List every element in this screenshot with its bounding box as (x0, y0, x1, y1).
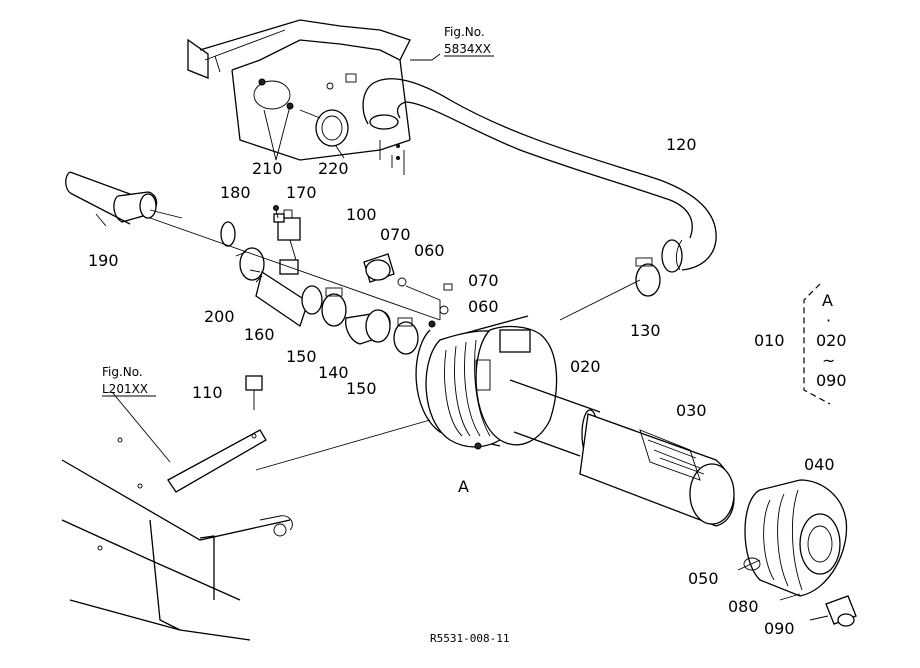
part-150-clamp-b (393, 317, 419, 355)
part-090-valve (825, 595, 857, 627)
label-090: 090 (764, 619, 795, 638)
part-150-clamp-a (321, 287, 347, 327)
label-020: 020 (570, 357, 601, 376)
label-210: 210 (252, 159, 283, 178)
part-220-grommet (299, 109, 349, 147)
assembly-bracket (803, 283, 831, 405)
part-130-clamp (635, 257, 661, 297)
label-030: 030 (676, 401, 707, 420)
label-180: 180 (220, 183, 251, 202)
assembly-main-label: 010 (754, 331, 785, 350)
part-030-filter (579, 413, 735, 527)
part-140-joint (345, 309, 391, 345)
assembly-note: 010 A · 020 ~ 090 (754, 291, 847, 390)
leader-lines (111, 53, 829, 621)
label-160: 160 (244, 325, 275, 344)
part-100-valve (363, 253, 453, 328)
assembly-to: 090 (816, 371, 847, 390)
label-220: 220 (318, 159, 349, 178)
label-190: 190 (88, 251, 119, 270)
label-150-b: 150 (346, 379, 377, 398)
figure-ref-top: Fig.No. 5834XX (444, 25, 494, 57)
label-050: 050 (688, 569, 719, 588)
label-170: 170 (286, 183, 317, 202)
assembly-ref: A (822, 291, 833, 310)
label-070-a: 070 (380, 225, 411, 244)
label-150-a: 150 (286, 347, 317, 366)
label-120: 120 (666, 135, 697, 154)
figure-ref-number: 5834XX (444, 42, 491, 56)
air-cleaner-body (415, 315, 558, 450)
label-040: 040 (804, 455, 835, 474)
label-110: 110 (192, 383, 223, 402)
figure-ref-bottom: Fig.No. L201XX (102, 365, 156, 397)
drawing-code: R5531-008-11 (430, 632, 509, 645)
assembly-dot: · (826, 311, 831, 330)
part-040-cover (743, 479, 848, 597)
figure-ref-label: Fig.No. (444, 25, 485, 39)
top-bracket (187, 19, 411, 175)
view-marker-a: A (458, 477, 469, 496)
figure-ref-label: Fig.No. (102, 365, 143, 379)
part-200-clamp (220, 221, 265, 283)
label-140: 140 (318, 363, 349, 382)
label-080: 080 (728, 597, 759, 616)
part-190-hose (65, 171, 183, 227)
part-160-housing (249, 259, 323, 328)
part-120-intake-hose (362, 78, 717, 273)
assembly-tilde: ~ (822, 351, 835, 370)
label-070-b: 070 (468, 271, 499, 290)
part-170-sensor (273, 205, 301, 261)
lower-chassis (61, 375, 293, 641)
label-130: 130 (630, 321, 661, 340)
label-060-a: 060 (414, 241, 445, 260)
label-060-b: 060 (468, 297, 499, 316)
label-100: 100 (346, 205, 377, 224)
label-200: 200 (204, 307, 235, 326)
assembly-from: 020 (816, 331, 847, 350)
figure-ref-number: L201XX (102, 382, 148, 396)
